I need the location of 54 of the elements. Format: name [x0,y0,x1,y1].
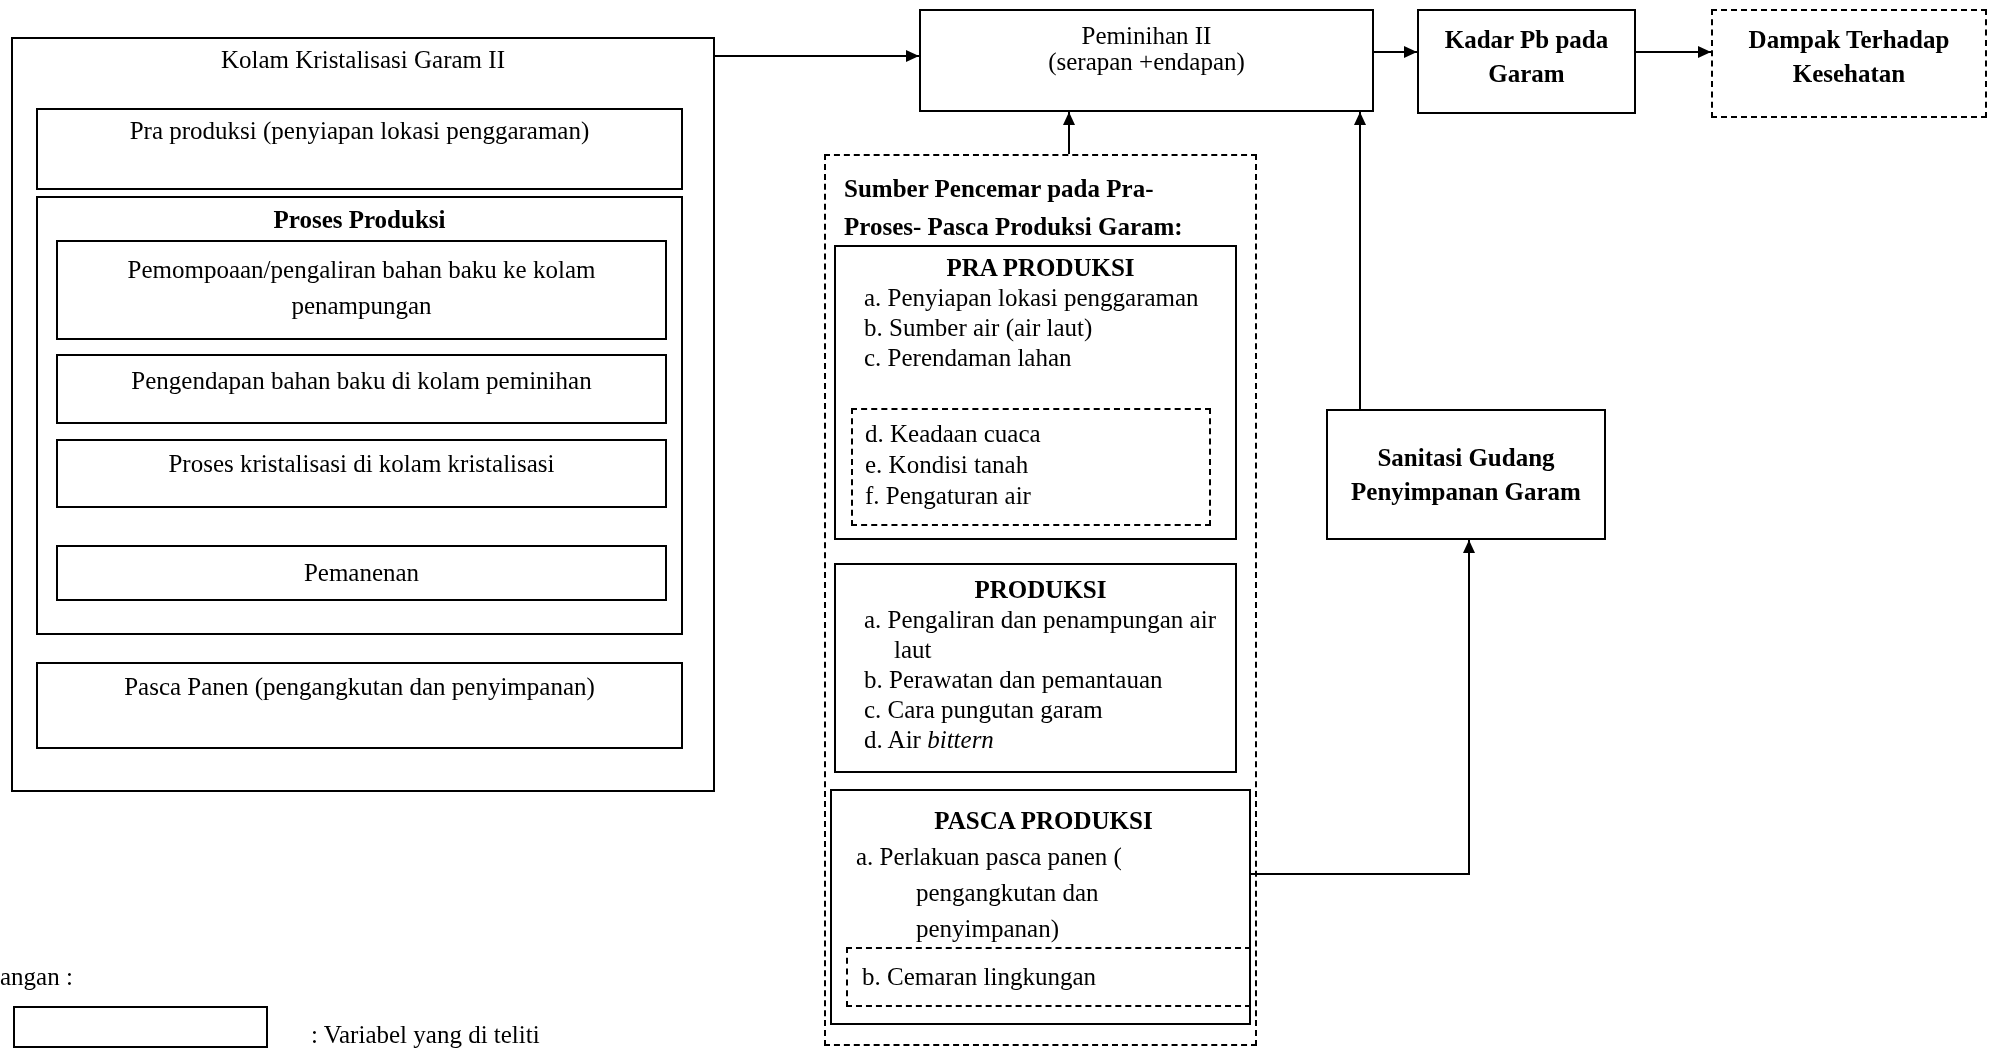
legend-heading: angan : [0,962,73,992]
list-item: a. Perlakuan pasca panen ( pengangkutan dan penyimpanan) [855,842,1123,944]
box-text: Pasca Panen (pengangkutan dan penyimpanan) [123,674,596,700]
process-box [834,563,1237,773]
list-item: d. Keadaan cuaca [865,419,1042,449]
process-box [1326,409,1606,540]
list-item: b. Sumber air (air laut) [863,313,1094,343]
box-heading: PRODUKSI [973,575,1108,605]
dashed-box [1711,9,1987,118]
arrow-connector [1250,539,1475,875]
process-box [36,108,683,190]
list-item: c. Perendaman lahan [863,343,1073,373]
arrow-connector [1373,46,1418,58]
dashed-box [846,947,1251,1007]
list-item: a. Penyiapan lokasi penggaraman [863,283,1200,313]
legend-text: : Variabel yang di teliti [311,1020,540,1050]
box-heading: Dampak Terhadap Kesehatan [1747,25,1951,89]
list-item: b. Cemaran lingkungan [862,964,1097,990]
list-item: e. Kondisi tanah [865,450,1030,480]
list-item: c. Cara pungutan garam [863,695,1104,725]
box-heading: PASCA PRODUKSI [933,806,1154,836]
box-heading: PRA PRODUKSI [945,253,1136,283]
process-box [56,439,667,508]
process-box [36,662,683,749]
box-text: Pemanenan [302,560,421,586]
box-heading: Kadar Pb pada Garam [1443,25,1610,89]
list-item: f. Pengaturan air [865,481,1032,511]
process-box [36,196,683,635]
dashed-box [851,408,1211,526]
arrow-connector [1063,111,1075,155]
list-item: b. Perawatan dan pemantauan [863,665,1164,695]
arrow-connector [1635,46,1712,58]
process-box [830,789,1251,1025]
box-text: Pemompoaan/pengaliran bahan baku ke kolam penampungan [126,255,597,321]
box-text: Proses kristalisasi di kolam kristalisasi [167,451,556,477]
arrow-connector [1354,111,1366,410]
process-box [56,545,667,601]
box-text: Peminihan II [1080,23,1213,49]
process-box [11,37,715,792]
arrow-connector [714,50,920,62]
dashed-box [824,154,1257,1046]
process-box [56,354,667,424]
process-box [919,9,1374,112]
process-box [834,245,1237,540]
box-text: (serapan +endapan) [1047,49,1246,75]
list-item: d. Air bittern [863,725,995,755]
box-heading: Sanitasi Gudang Penyimpanan Garam [1350,442,1582,507]
box-text: Pra produksi (penyiapan lokasi penggaraman) [128,118,591,144]
process-box [56,240,667,340]
box-text: Kolam Kristalisasi Garam II [220,47,506,73]
box-heading: Proses Produksi [272,205,447,235]
box-heading: Sumber Pencemar pada Pra- Proses- Pasca Produksi Garam: [844,174,1184,242]
process-box [1417,9,1636,114]
box-text: Pengendapan bahan baku di kolam peminihan [130,368,593,394]
